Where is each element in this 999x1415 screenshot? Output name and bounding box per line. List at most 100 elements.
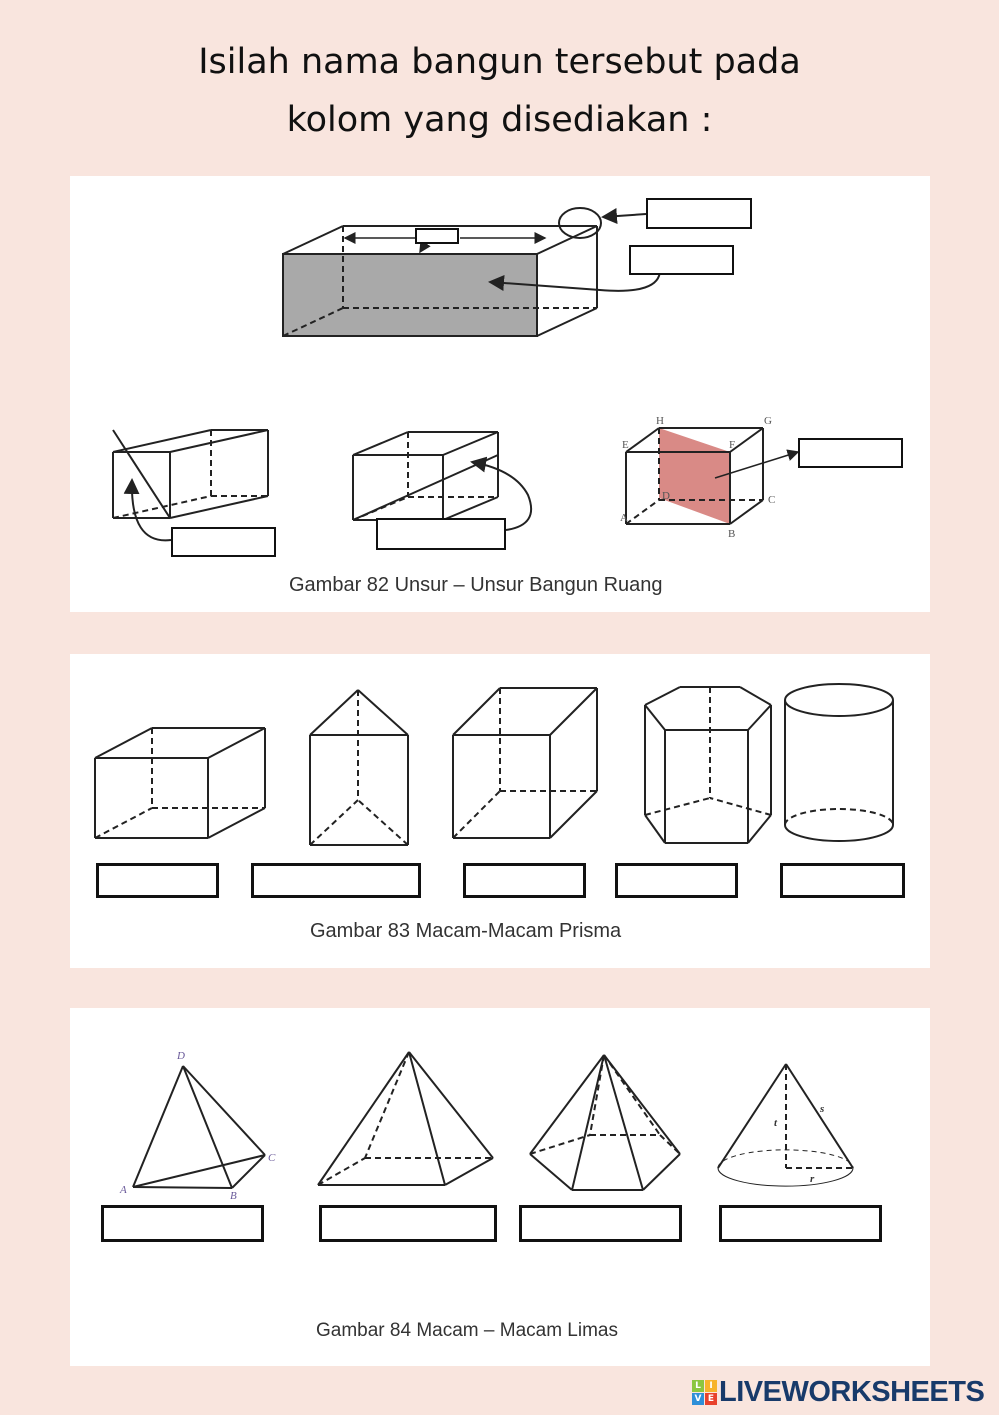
pyramid-label-c: C: [268, 1152, 276, 1164]
answer-pyramid-2[interactable]: [319, 1205, 497, 1242]
hidden-edge: [709, 797, 772, 816]
figure-84-caption: Gambar 84 Macam – Macam Limas: [316, 1320, 618, 1341]
edge: [536, 307, 598, 337]
figure-82-caption: Gambar 82 Unsur – Unsur Bangun Ruang: [289, 574, 663, 596]
hidden-edge: [309, 799, 359, 846]
logo-badge-e: E: [705, 1393, 717, 1405]
edge: [112, 429, 212, 453]
vertex-label-c: C: [768, 494, 775, 506]
edge: [785, 1063, 854, 1169]
edge: [747, 814, 772, 844]
hidden-edge: [452, 790, 501, 839]
answer-space-diagonal[interactable]: [376, 518, 506, 550]
logo-text: LIVEWORKSHEETS: [719, 1376, 985, 1408]
edge: [644, 686, 681, 706]
answer-edge[interactable]: [415, 228, 459, 244]
edge: [132, 1065, 184, 1188]
hidden-edge: [589, 1054, 605, 1136]
answer-corner-point[interactable]: [646, 198, 752, 229]
hidden-edge: [94, 807, 153, 839]
edge: [169, 429, 269, 453]
pyramid-label-a: A: [119, 1184, 127, 1196]
edge: [309, 689, 359, 736]
vertex-label-h: H: [656, 415, 664, 427]
arrow: [488, 269, 661, 292]
cylinder-bottom-front: [784, 824, 894, 842]
edge: [529, 1153, 573, 1191]
edge: [571, 1054, 605, 1191]
answer-prism-2[interactable]: [251, 863, 421, 898]
logo-badge-i: I: [705, 1380, 717, 1392]
cone-label-s: s: [819, 1103, 824, 1115]
edge: [739, 686, 772, 706]
edge: [442, 496, 499, 521]
edge: [729, 499, 764, 525]
edge: [231, 1154, 266, 1189]
vertex-label-e: E: [622, 439, 629, 451]
arrow: [601, 208, 647, 225]
answer-pyramid-3[interactable]: [519, 1205, 682, 1242]
instruction-line-1: Isilah nama bangun tersebut pada: [198, 42, 801, 82]
cone-base-front: [717, 1167, 854, 1187]
edge: [132, 1186, 233, 1189]
hidden-edge: [625, 499, 660, 525]
answer-prism-3[interactable]: [463, 863, 586, 898]
edge: [603, 1054, 644, 1191]
instruction-line-2: kolom yang disediakan :: [286, 100, 713, 140]
figure-83-caption: Gambar 83 Macam-Macam Prisma: [310, 920, 622, 942]
answer-prism-4[interactable]: [615, 863, 738, 898]
arrow: [714, 449, 800, 479]
edge: [747, 704, 772, 731]
hidden-edge: [282, 307, 344, 337]
edge: [625, 427, 660, 453]
edge: [207, 727, 266, 759]
edge: [452, 687, 501, 736]
edge: [536, 225, 598, 255]
hidden-edge: [529, 1134, 591, 1155]
edge: [529, 1054, 605, 1155]
vertex-label-a: A: [620, 512, 628, 524]
answer-prism-1[interactable]: [96, 863, 219, 898]
edge: [444, 1157, 494, 1186]
logo-badge-l: L: [692, 1380, 704, 1392]
hidden-edge: [644, 797, 711, 816]
vertex-circle: [558, 207, 602, 239]
edge: [644, 814, 666, 844]
cylinder-bottom-back: [784, 808, 894, 826]
pyramid-label-d: D: [176, 1050, 185, 1062]
answer-pyramid-1[interactable]: [101, 1205, 264, 1242]
edge: [442, 431, 499, 456]
liveworksheets-logo: L I V E LIVEWORKSHEETS: [692, 1376, 985, 1409]
edge: [169, 495, 269, 519]
edge: [642, 1153, 681, 1191]
edge: [132, 1154, 266, 1188]
pyramid-label-b: B: [230, 1190, 237, 1202]
edge: [207, 807, 266, 839]
answer-diagonal-plane[interactable]: [798, 438, 903, 468]
edge: [408, 1051, 494, 1159]
edge: [603, 1054, 681, 1155]
edge: [357, 689, 409, 736]
edge: [317, 1051, 410, 1186]
answer-prism-5[interactable]: [780, 863, 905, 898]
vertex-label-g: G: [764, 415, 772, 427]
vertex-label-d: D: [662, 490, 670, 502]
hidden-edge: [364, 1051, 410, 1159]
answer-cone[interactable]: [719, 1205, 882, 1242]
answer-face-diagonal[interactable]: [171, 527, 276, 557]
answer-face[interactable]: [629, 245, 734, 275]
arrow: [123, 478, 172, 542]
edge: [549, 687, 598, 736]
hidden-edge: [659, 1134, 681, 1155]
edge: [182, 1065, 266, 1156]
cone-label-t: t: [774, 1117, 778, 1129]
space-diagonal: [352, 454, 499, 521]
edge: [408, 1051, 446, 1186]
hidden-edge: [603, 1054, 661, 1136]
logo-badge-icon: L I V E: [692, 1380, 717, 1405]
front-face-shaded: [282, 253, 538, 337]
arrow: [470, 456, 533, 531]
edge: [549, 790, 598, 839]
cylinder-top: [784, 683, 894, 717]
